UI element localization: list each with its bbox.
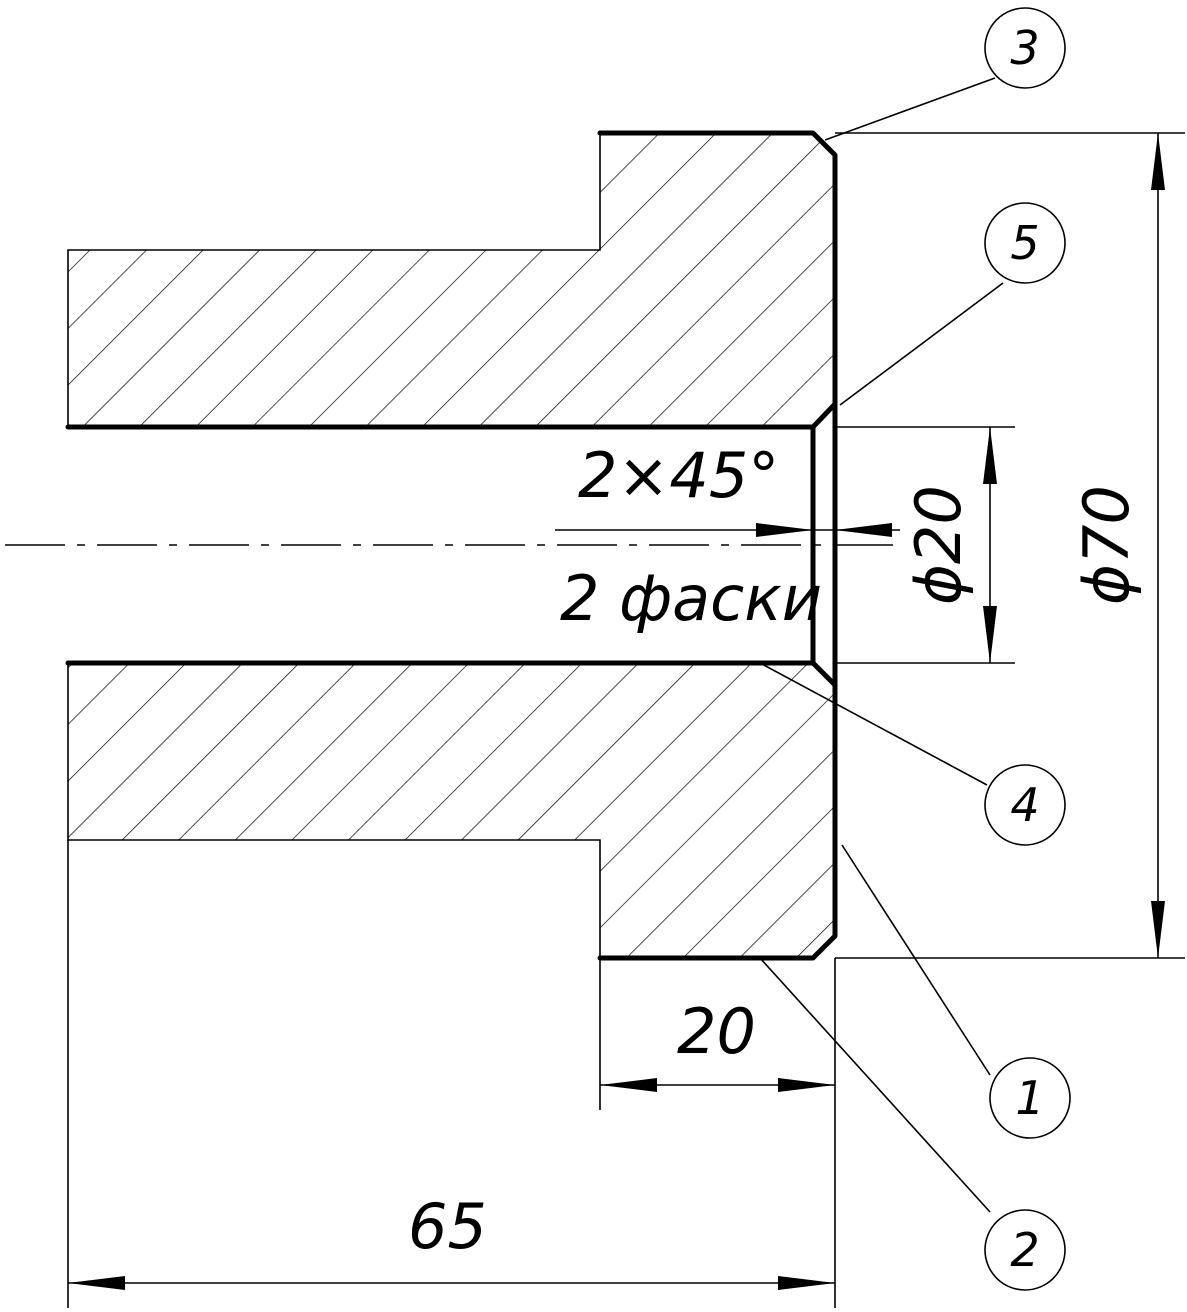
callout-label: 4 (1010, 778, 1039, 832)
arrowhead (778, 1276, 835, 1290)
dimension-texts: 65 20 2×45° 2 фаски ϕ20 ϕ70 (408, 439, 1143, 1263)
arrowhead (778, 1078, 835, 1092)
extension-lines (67, 132, 1185, 1308)
dim-shoulder-length: 20 (677, 995, 756, 1068)
dim-total-length: 65 (408, 1190, 487, 1263)
bore-chamfer-top (810, 401, 838, 430)
dimension-lines (68, 133, 1165, 1290)
leader-lines (759, 77, 1004, 1213)
dim-chamfer-count: 2 фаски (560, 562, 822, 635)
arrowhead (1151, 901, 1165, 958)
lower-step-edge (67, 663, 601, 958)
dim-bore-diameter: ϕ20 (902, 485, 975, 605)
arrowhead (835, 523, 892, 537)
dim-chamfer-size: 2×45° (578, 439, 779, 512)
callout-balloon-3: 3 (984, 7, 1066, 89)
arrowhead (68, 1276, 125, 1290)
callout-balloon-1: 1 (989, 1057, 1071, 1139)
leader-5 (839, 282, 1004, 406)
thin-outline (67, 133, 601, 958)
leader-4 (759, 662, 988, 786)
callout-label: 5 (1010, 216, 1039, 270)
arrowhead (1151, 133, 1165, 190)
leader-2 (759, 957, 991, 1213)
upper-step-edge (67, 133, 601, 427)
callout-balloon-2: 2 (984, 1209, 1066, 1291)
bore-chamfer-bottom (810, 660, 838, 688)
arrowhead (983, 606, 997, 663)
arrowhead (756, 523, 813, 537)
callout-balloon-5: 5 (984, 202, 1066, 284)
callout-label: 1 (1015, 1071, 1044, 1125)
leader-1 (841, 844, 991, 1076)
callout-label: 2 (1010, 1223, 1039, 1277)
lower-section-hatch (68, 663, 835, 958)
callout-balloons: 3 5 4 1 2 (984, 7, 1071, 1291)
leader-3 (824, 77, 996, 141)
arrowhead (600, 1078, 657, 1092)
section-hatching (68, 133, 835, 958)
upper-section-hatch (68, 133, 835, 427)
callout-balloon-4: 4 (984, 764, 1066, 846)
callout-label: 3 (1010, 21, 1039, 75)
arrowhead (983, 427, 997, 484)
dim-outer-diameter: ϕ70 (1070, 485, 1143, 605)
